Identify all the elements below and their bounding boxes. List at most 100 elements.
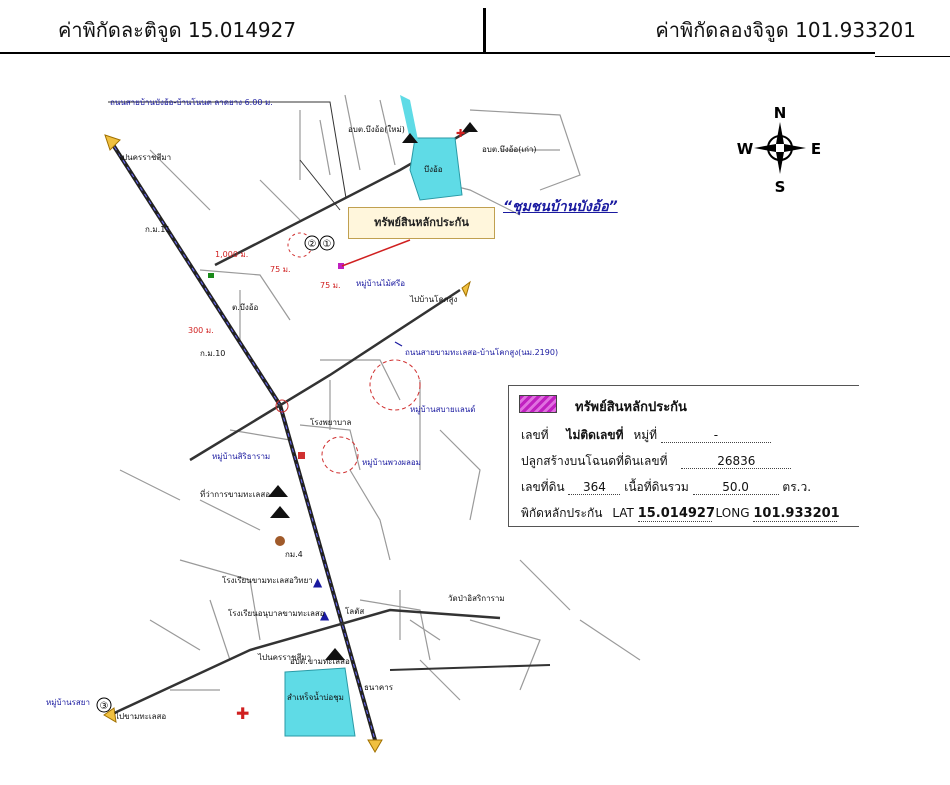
compass-icon: N S W E — [737, 104, 821, 196]
header-rule — [0, 52, 875, 54]
info-row-land: เลขที่ดิน 364 เนื้อที่ดินรวม 50.0 ตร.ว. — [521, 478, 811, 497]
arrow-south — [367, 739, 383, 753]
label-school1: โรงเรียนขามทะเลสอวิทยา — [222, 575, 313, 585]
lotus-icon — [275, 536, 285, 546]
label-dist-300: 300 ม. — [188, 326, 214, 335]
temple-icon — [462, 122, 478, 132]
label-lotus: โลตัส — [345, 606, 364, 616]
lat-value: 15.014927 — [637, 506, 716, 522]
leader-2190 — [394, 341, 403, 347]
arrow-sw — [103, 707, 117, 723]
marker-3 — [96, 697, 112, 713]
area-label: เนื้อที่ดินรวม — [624, 480, 689, 494]
compass-west: W — [737, 140, 754, 158]
legend-swatch — [519, 395, 557, 413]
tree-icon — [208, 273, 214, 278]
info-row-number: เลขที่ ไม่ติดเลขที่ หมู่ที่ - — [521, 426, 771, 445]
label-school2: โรงเรียนอนุบาลขามทะเลสอ — [228, 608, 325, 618]
deed-value: 26836 — [681, 454, 792, 469]
label-village-chuang: หมู่บ้านพวงผลอม — [362, 458, 421, 468]
label-district: ที่ว่าการขามทะเลสอ — [200, 488, 270, 499]
compass-north: N — [774, 104, 787, 122]
marker-2 — [304, 235, 320, 251]
minor-roads — [119, 94, 641, 701]
label-to-kham: ไปขามทะเลสอ — [114, 712, 166, 721]
leader-road-label — [108, 101, 347, 199]
label-km10: ก.ม.10 — [200, 349, 225, 358]
stream — [400, 95, 418, 140]
info-row-coord: พิกัดหลักประกัน LAT 15.014927 LONG 101.9… — [521, 504, 840, 523]
label-road-2190: ถนนสายขามทะเลสอ-บ้านโคกสูง(นม.2190) — [405, 347, 558, 358]
label-bank: ธนาคาร — [364, 683, 394, 692]
label-to-korat: ไปนครราชสีมา — [257, 653, 311, 662]
header-latitude: ค่าพิกัดละติจูด 15.014927 — [58, 18, 297, 42]
area-value: 50.0 — [692, 480, 779, 495]
pond-bung-o — [409, 137, 463, 201]
marker-2-label: ② — [308, 239, 317, 250]
label-pond: บึงอ้อ — [424, 165, 443, 174]
road-lower-east — [389, 664, 551, 671]
coord-label: พิกัดหลักประกัน — [521, 506, 603, 520]
circle-thai — [369, 359, 421, 411]
info-row-deed: ปลูกสร้างบนโฉนดที่ดินเลขที่ 26836 — [521, 452, 792, 471]
number-value: ไม่ติดเลขที่ — [566, 428, 624, 442]
leader-top — [299, 159, 341, 211]
marker-1 — [319, 235, 335, 251]
road-2190 — [189, 288, 461, 462]
compass-east: E — [811, 140, 821, 158]
landmark-icons: ✚ ✚ ▲ ▲ — [208, 122, 478, 723]
label-wat: วัดป่าอิสริการาม — [448, 594, 505, 603]
temple-icon — [325, 648, 345, 660]
property-callout: ทรัพย์สินหลักประกัน — [348, 207, 495, 239]
lat-label: LAT — [612, 506, 634, 520]
road-lower — [109, 608, 501, 717]
temple-icon — [402, 133, 418, 143]
compass-rose: N S W E — [735, 100, 827, 200]
property-marker — [338, 263, 344, 269]
pond-kham — [284, 667, 356, 737]
deed-label: ปลูกสร้างบนโฉนดที่ดินเลขที่ — [521, 454, 668, 468]
area-unit: ตร.ว. — [782, 480, 812, 494]
property-info-box: ทรัพย์สินหลักประกัน เลขที่ ไม่ติดเลขที่ … — [508, 385, 859, 527]
label-tambon: ต.บึงอ้อ — [232, 303, 259, 312]
community-title: “ชุมชนบ้านบังอ้อ” — [503, 199, 618, 215]
header-rule-right — [875, 56, 950, 57]
long-value: 101.933201 — [753, 506, 840, 522]
marker-3-label: ③ — [100, 701, 109, 712]
label-village-mai: หมู่บ้านไม้ศรีอ — [356, 279, 405, 289]
label-km11: ก.ม.11 — [145, 225, 170, 234]
moo-label: หมู่ที่ — [633, 428, 658, 442]
label-road-top: ถนนสายบ้านบังอ้อ-บ้านโนนต ลาดยาง 6.00 ม. — [110, 97, 273, 107]
label-village-sak: หมู่บ้านรสยา — [46, 698, 90, 708]
label-big-pond: สำเหร็จน้ำบ่อชุม — [287, 691, 344, 702]
label-village-sitaram: หมู่บ้านสิริธาราม — [212, 452, 270, 462]
moo-value: - — [660, 428, 771, 443]
temple-icon — [270, 506, 290, 518]
label-obt-old: อบต.บึงอ้อ(เก่า) — [482, 145, 537, 154]
hospital-icon — [298, 452, 305, 459]
header: ค่าพิกัดละติจูด 15.014927 ค่าพิกัดลองจิจ… — [0, 0, 950, 57]
temple-icon — [268, 485, 288, 497]
school-icon: ▲ — [313, 575, 323, 589]
label-to-top: ไปนครราชสีมา — [117, 153, 171, 162]
land-label: เลขที่ดิน — [521, 480, 565, 494]
circle-chuang — [321, 436, 359, 474]
marker-1-label: ① — [323, 239, 332, 250]
location-map: ② ① ③ ✚ ✚ ▲ ▲ ถนนสายบ้านบังอ้อ-บ้านโนนต … — [46, 94, 641, 753]
land-value: 364 — [568, 480, 621, 495]
map-labels: ถนนสายบ้านบังอ้อ-บ้านโนนต ลาดยาง 6.00 ม.… — [46, 97, 558, 721]
property-pointer — [341, 239, 411, 267]
label-obt-kham: อบต.ขามทะเลสอ — [290, 657, 350, 666]
long-label: LONG — [715, 506, 750, 520]
label-dist-75a: 75 ม. — [270, 265, 291, 274]
school-icon: ▲ — [320, 608, 330, 622]
label-obt-new: อบต.บึงอ้อ(ใหม่) — [348, 125, 405, 134]
label-to-khok: ไปบ้านโคกสูง — [409, 294, 458, 305]
header-divider — [483, 8, 486, 54]
red-cross-icon: ✚ — [456, 127, 465, 140]
number-label: เลขที่ — [521, 428, 549, 442]
label-hospital: โรงพยาบาล — [310, 417, 352, 427]
label-village-thai: หมู่บ้านสบายแลนด์ — [410, 404, 475, 415]
compass-south: S — [775, 178, 786, 196]
label-km4: กม.4 — [285, 550, 303, 559]
